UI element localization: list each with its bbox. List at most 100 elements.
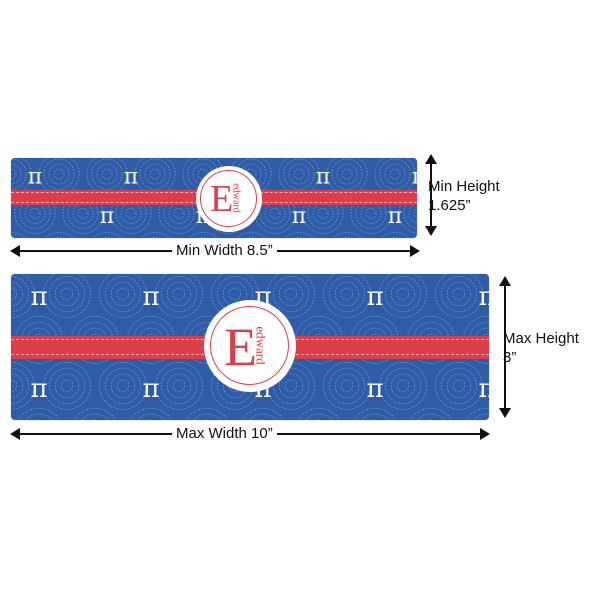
pattern-spiral: [48, 163, 70, 185]
pi-glyph: π: [142, 282, 159, 312]
pattern-spiral: [134, 158, 176, 195]
pattern-spiral: [390, 281, 416, 307]
pattern-spiral: [72, 202, 94, 224]
pattern-spiral: [410, 407, 452, 420]
pattern-spiral: [242, 407, 284, 420]
pattern-spiral: [168, 202, 190, 224]
pattern-spiral: [125, 207, 137, 219]
pattern-spiral: [283, 158, 315, 190]
monogram-name: edward: [253, 326, 269, 365]
max-height-label: Max Height 3”: [503, 330, 579, 368]
pattern-spiral: [116, 287, 130, 301]
pattern-spiral: [452, 287, 466, 301]
pattern-spiral: [44, 232, 74, 238]
pattern-spiral: [193, 413, 221, 420]
max-width-label: Max Width 10”: [172, 425, 277, 444]
min-height-arrow: [425, 154, 437, 236]
pi-glyph: π: [292, 204, 306, 229]
pattern-spiral: [440, 367, 478, 404]
pattern-spiral: [186, 407, 228, 420]
monogram-initial: E: [210, 178, 234, 220]
pattern-spiral: [11, 287, 18, 301]
min-height-label-line2: 1.625”: [428, 196, 471, 214]
pattern-spiral: [389, 168, 401, 180]
pattern-spiral: [435, 274, 483, 318]
pattern-spiral: [390, 373, 416, 398]
pattern-spiral: [11, 275, 30, 313]
pattern-spiral: [272, 367, 310, 404]
pattern-spiral: [99, 361, 147, 410]
pattern-spiral: [172, 287, 186, 301]
pattern-spiral: [139, 158, 171, 190]
pattern-spiral: [278, 281, 304, 307]
pattern-spiral: [379, 274, 427, 318]
pattern-spiral: [435, 361, 483, 410]
pattern-spiral: [188, 232, 218, 238]
pattern-spiral: [328, 367, 366, 404]
pattern-spiral: [228, 287, 242, 301]
pattern-spiral: [317, 207, 329, 219]
pi-glyph: π: [316, 165, 330, 190]
pi-glyph: π: [478, 282, 489, 312]
pattern-spiral: [60, 287, 74, 301]
pattern-spiral: [48, 275, 86, 313]
pattern-spiral: [11, 274, 35, 318]
pattern-spiral: [326, 158, 368, 195]
pi-glyph: π: [142, 374, 159, 404]
pattern-spiral: [336, 163, 358, 185]
pattern-spiral: [361, 413, 389, 420]
pattern-spiral: [81, 413, 109, 420]
pattern-spiral: [160, 367, 198, 404]
pattern-spiral: [11, 367, 30, 404]
pattern-spiral: [104, 275, 142, 313]
pattern-spiral: [284, 287, 298, 301]
pattern-spiral: [166, 373, 192, 398]
pattern-spiral: [115, 197, 147, 229]
pi-glyph: π: [412, 165, 417, 190]
pattern-spiral: [446, 281, 472, 307]
pi-glyph: π: [388, 204, 402, 229]
pattern-spiral: [380, 232, 410, 238]
pattern-spiral: [267, 274, 315, 318]
pattern-spiral: [384, 275, 422, 313]
max-size-strip: ππππππππππππππππππππ E edward: [11, 274, 489, 420]
pattern-spiral: [312, 202, 334, 224]
pattern-spiral: [11, 158, 27, 190]
pattern-spiral: [43, 158, 75, 190]
pattern-spiral: [334, 373, 360, 398]
pattern-spiral: [340, 379, 354, 393]
pattern-spiral: [360, 202, 382, 224]
pattern-spiral: [92, 232, 122, 238]
pattern-spiral: [29, 207, 41, 219]
pi-glyph: π: [478, 374, 489, 404]
pattern-spiral: [235, 158, 267, 190]
pattern-spiral: [137, 413, 165, 420]
monogram-medallion: E edward: [196, 166, 262, 232]
pi-glyph: π: [366, 374, 383, 404]
pattern-spiral: [11, 232, 26, 238]
pattern-spiral: [236, 232, 266, 238]
pattern-spiral: [172, 379, 186, 393]
pattern-spiral: [101, 168, 113, 180]
pi-glyph: π: [30, 282, 47, 312]
pattern-spiral: [155, 274, 203, 318]
pattern-spiral: [54, 373, 80, 398]
pattern-spiral: [365, 207, 377, 219]
min-width-label: Min Width 8.5”: [172, 242, 277, 261]
pattern-spiral: [334, 281, 360, 307]
pattern-spiral: [332, 232, 362, 238]
pattern-spiral: [74, 407, 116, 420]
pattern-spiral: [264, 202, 286, 224]
pattern-spiral: [54, 281, 80, 307]
min-height-label-line1: Min Height: [428, 178, 500, 195]
pi-glyph: π: [124, 165, 138, 190]
pattern-spiral: [298, 407, 340, 420]
pattern-spiral: [341, 168, 353, 180]
pattern-spiral: [11, 373, 24, 398]
pattern-spiral: [160, 275, 198, 313]
pattern-spiral: [11, 379, 18, 393]
pi-glyph: π: [366, 282, 383, 312]
pattern-spiral: [24, 202, 46, 224]
pattern-spiral: [110, 281, 136, 307]
pattern-spiral: [323, 361, 371, 410]
